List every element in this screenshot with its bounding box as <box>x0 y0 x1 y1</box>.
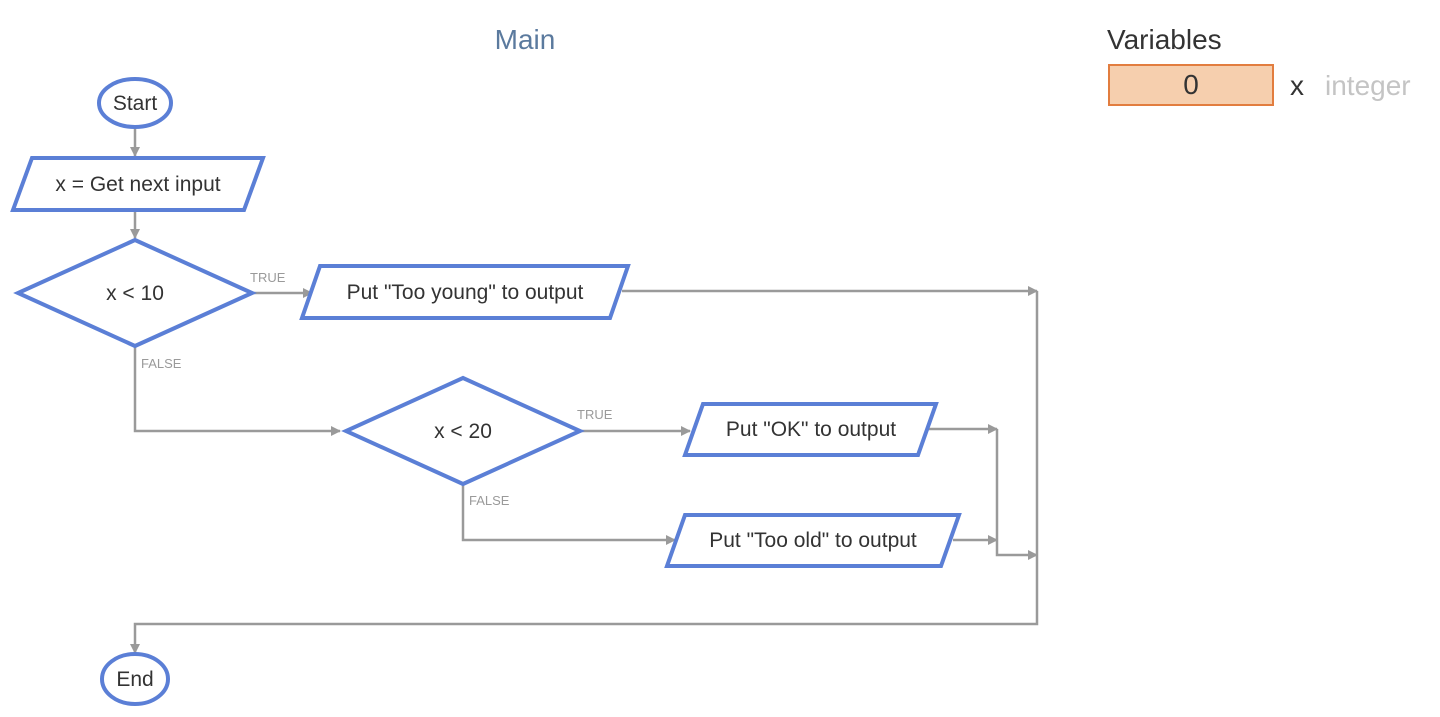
cond1-true-label: TRUE <box>250 270 286 285</box>
node-end-label: End <box>116 668 153 691</box>
node-start[interactable]: Start <box>97 77 173 129</box>
node-out-young[interactable]: Put "Too young" to output <box>299 264 631 320</box>
node-cond1[interactable]: x < 10 <box>13 237 257 349</box>
cond1-false-label: FALSE <box>141 356 182 371</box>
node-start-label: Start <box>113 92 158 115</box>
edge-cond1-false <box>133 345 341 436</box>
variable-name: x <box>1290 70 1304 101</box>
edges <box>130 128 1039 654</box>
cond2-false-label: FALSE <box>469 493 510 508</box>
node-out-young-label: Put "Too young" to output <box>347 281 584 304</box>
node-out-old-label: Put "Too old" to output <box>709 529 917 552</box>
variable-value: 0 <box>1183 69 1199 100</box>
edge-merge-to-end <box>130 291 1039 654</box>
node-out-ok-label: Put "OK" to output <box>726 418 896 441</box>
edge-merge-inner <box>995 429 1038 560</box>
node-cond2-label: x < 20 <box>434 420 492 443</box>
node-end[interactable]: End <box>100 652 170 706</box>
edge-cond2-false <box>461 484 676 545</box>
variable-type: integer <box>1325 70 1411 101</box>
variables-title: Variables <box>1107 24 1222 55</box>
node-out-old[interactable]: Put "Too old" to output <box>664 513 962 568</box>
node-out-ok[interactable]: Put "OK" to output <box>682 402 939 457</box>
node-get-input-label: x = Get next input <box>55 173 220 196</box>
node-cond2[interactable]: x < 20 <box>341 375 585 487</box>
variable-value-box[interactable]: 0 <box>1108 64 1274 106</box>
diagram-title: Main <box>494 24 556 55</box>
node-get-input[interactable]: x = Get next input <box>10 156 266 212</box>
node-cond1-label: x < 10 <box>106 282 164 305</box>
cond2-true-label: TRUE <box>577 407 613 422</box>
